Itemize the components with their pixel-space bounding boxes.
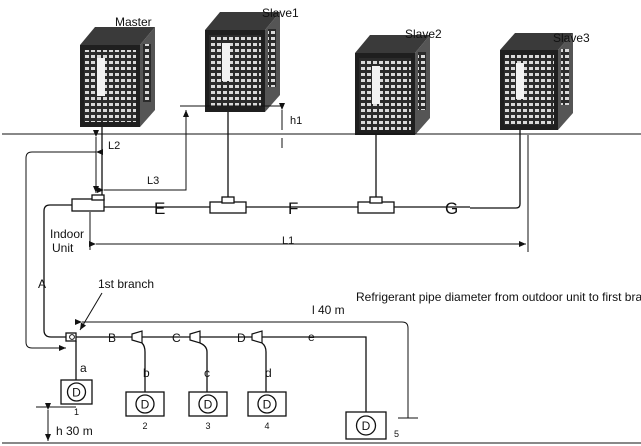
segment-a: a [80,361,87,375]
first-branch-pointer [79,292,103,331]
segment-E: E [154,199,165,218]
segment-d: d [265,366,272,380]
segment-c: c [204,366,210,380]
first-branch-fitting [65,332,77,342]
indoor-unit-1-number: 1 [74,407,79,417]
pipe-slave3 [470,130,521,209]
indoor-unit-5-symbol: D [362,419,371,433]
pipe-b [141,342,146,392]
indoor-unit-2-symbol: D [141,398,150,412]
indoor-unit-4-number: 4 [264,421,269,431]
outdoor-unit-slave1 [205,12,280,112]
label-h30: h 30 m [56,424,93,438]
segment-F: F [288,199,298,218]
outdoor-unit-master [80,27,155,127]
label-indoor-unit-2: Unit [52,241,74,255]
indoor-unit-3-symbol: D [204,398,213,412]
outdoor-branch-3 [357,196,395,214]
segment-e: e [308,330,315,344]
pipe-e [262,336,367,412]
indoor-unit-1-symbol: D [72,386,81,400]
outdoor-unit-slave2 [355,35,430,135]
pipe-c [199,342,208,392]
segment-D: D [237,331,246,345]
segment-A: A [38,277,46,291]
label-master: Master [115,15,152,29]
label-h1: h1 [290,115,302,127]
segment-C: C [172,331,181,345]
dim-L3-arrow [97,110,189,193]
label-slave1: Slave1 [262,6,299,20]
indoor-unit-3-number: 3 [205,421,210,431]
label-slave3: Slave3 [553,31,590,45]
branch-fitting-b [131,330,143,344]
indoor-unit-5: D 5 [345,411,399,440]
segment-b: b [143,366,150,380]
label-slave2: Slave2 [405,27,442,41]
branch-fitting-d [251,330,263,344]
label-first-branch: 1st branch [98,277,154,291]
segment-B: B [108,331,116,345]
indoor-unit-2: D 2 [125,391,165,431]
dim-l40-arrow [75,319,409,418]
label-l40: l 40 m [312,303,345,317]
label-indoor-unit-1: Indoor [50,227,84,241]
label-L1: L1 [282,235,294,247]
indoor-unit-4-symbol: D [263,398,272,412]
pipe-diameter-note: Refrigerant pipe diameter from outdoor u… [356,290,641,304]
indoor-unit-2-number: 2 [142,421,147,431]
dim-outdoor-to-first-branch [25,149,103,351]
branch-fitting-c [189,330,201,344]
segment-G: G [445,199,458,218]
pipe-A [43,204,72,338]
label-L2: L2 [108,140,120,152]
pipe-d [261,342,267,392]
indoor-unit-5-number: 5 [394,429,399,439]
indoor-unit-3: D 3 [188,391,228,431]
indoor-unit-4: D 4 [247,391,287,431]
indoor-unit-1: D 1 [60,379,93,417]
outdoor-branch-1 [71,194,105,212]
outdoor-unit-slave3 [500,33,573,130]
label-L3: L3 [147,175,159,187]
outdoor-branch-2 [209,196,247,214]
